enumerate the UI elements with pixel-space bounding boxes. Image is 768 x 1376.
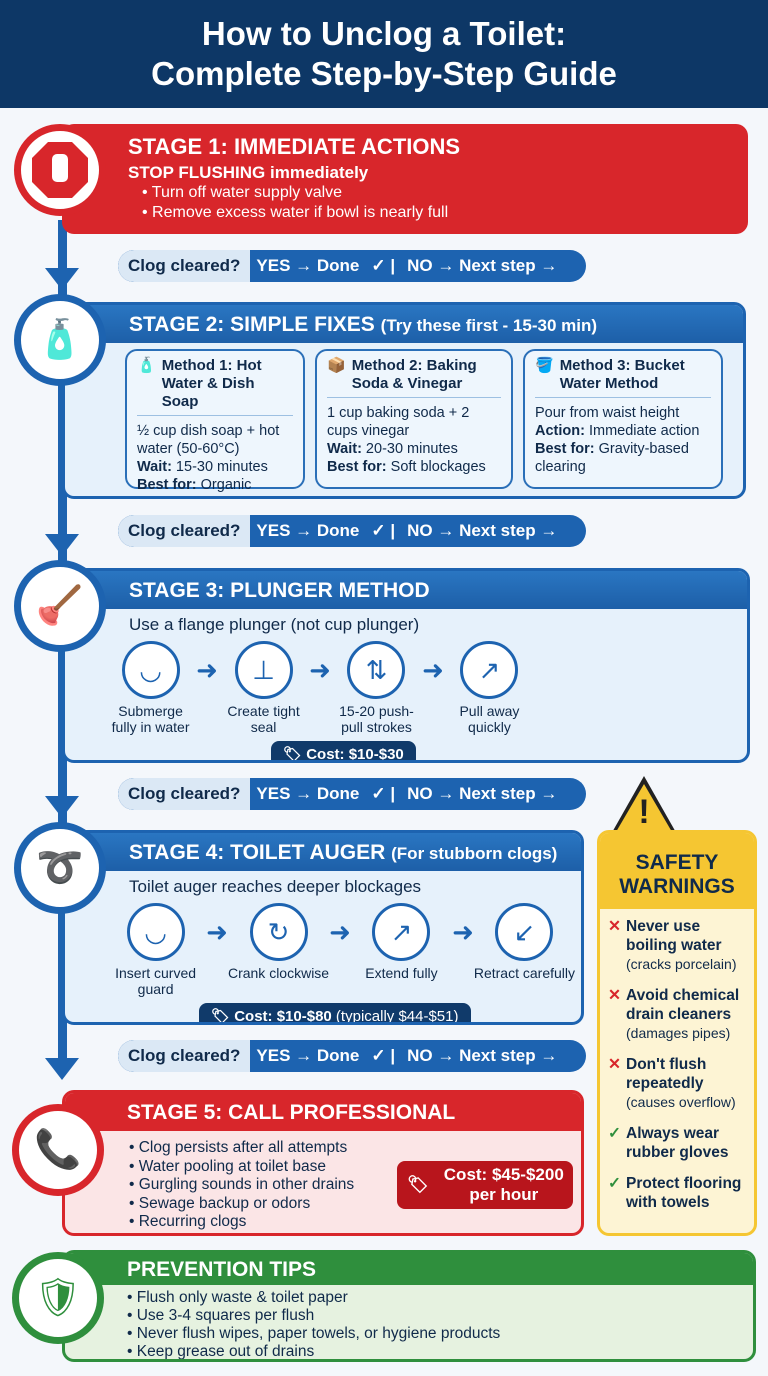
yes-done: YES → Done: [256, 256, 360, 275]
page-title: How to Unclog a Toilet: Complete Step-by…: [0, 0, 768, 108]
price-tag-icon: 🏷: [211, 1008, 231, 1025]
check-icon: ✓: [608, 1125, 621, 1142]
plunger-step: ↗Pull away quickly: [444, 641, 535, 735]
warning-item: ✕Avoid chemical drain cleaners(damages p…: [608, 987, 740, 1041]
check-circle-icon: ✓ |: [371, 1046, 396, 1065]
no-next: NO → Next step →: [407, 256, 558, 275]
cleaning-supplies-icon: 🧴: [14, 294, 106, 386]
plunger-step: ◡Submerge fully in water: [105, 641, 196, 735]
crank-icon: ↻: [249, 903, 308, 961]
x-icon: ✕: [608, 1056, 621, 1073]
curved-guard-icon: ◡: [126, 903, 185, 961]
plumber-phone-icon: 📞: [12, 1104, 104, 1196]
check-circle-icon: ✓ |: [371, 256, 396, 275]
bowl-water-icon: ◡: [121, 641, 180, 699]
arrow-down-icon: [45, 534, 79, 556]
x-icon: ✕: [608, 918, 621, 935]
auger-icon: ➰: [14, 822, 106, 914]
cost-badge: 🏷 Cost: $10-$30: [271, 741, 416, 763]
stage1-panel: STAGE 1: IMMEDIATE ACTIONS STOP FLUSHING…: [62, 124, 748, 234]
stop-hand-icon: [14, 124, 106, 216]
stage4-panel: STAGE 4: TOILET AUGER (For stubborn clog…: [62, 830, 584, 1025]
arrow-down-icon: [45, 268, 79, 290]
dish-soap-icon: 🧴: [137, 357, 156, 374]
clog-check-1: Clog cleared?YES → Done✓ |NO → Next step…: [118, 250, 586, 282]
warning-item: ✓Protect flooring with towels: [608, 1175, 742, 1211]
stage2-panel: STAGE 2: SIMPLE FIXES (Try these first -…: [62, 302, 746, 499]
cost-badge: 🏷Cost: $45-$200 per hour: [397, 1161, 573, 1209]
warning-item: ✕Never use boiling water(cracks porcelai…: [608, 918, 737, 972]
plunger-icon: 🪠: [14, 560, 106, 652]
arrow-down-icon: [45, 796, 79, 818]
clog-check-3: Clog cleared?YES → Done✓ |NO → Next step…: [118, 778, 586, 810]
clog-check-2: Clog cleared?YES → Done✓ |NO → Next step…: [118, 515, 586, 547]
check-icon: ✓: [608, 1175, 621, 1192]
price-tag-icon: 🏷: [283, 746, 303, 763]
push-pull-icon: ⇅: [347, 641, 406, 699]
clog-check-4: Clog cleared?YES → Done✓ |NO → Next step…: [118, 1040, 586, 1072]
plunger-step: ⊥Create tight seal: [218, 641, 309, 735]
safety-panel: SAFETY WARNINGS ✕Never use boiling water…: [597, 830, 757, 1236]
price-tag-icon: 🏷: [407, 1175, 429, 1194]
arrow-down-icon: [45, 1058, 79, 1080]
plunger-step: ⇅15-20 push-pull strokes: [331, 641, 422, 735]
auger-step: ↙Retract carefully: [474, 903, 575, 981]
prevention-panel: PREVENTION TIPS Flush only waste & toile…: [62, 1250, 756, 1362]
plunger-seal-icon: ⊥: [234, 641, 293, 699]
check-circle-icon: ✓ |: [371, 521, 396, 540]
cost-badge: 🏷 Cost: $10-$80 (typically $44-$51): [199, 1003, 471, 1025]
auger-step: ↻Crank clockwise: [228, 903, 329, 981]
pull-away-icon: ↗: [460, 641, 519, 699]
warning-item: ✓Always wear rubber gloves: [608, 1125, 729, 1161]
auger-step: ↗Extend fully: [351, 903, 452, 981]
extend-icon: ↗: [372, 903, 431, 961]
stage5-panel: STAGE 5: CALL PROFESSIONAL Clog persists…: [62, 1090, 584, 1236]
warning-item: ✕Don't flush repeatedly(causes overflow): [608, 1056, 736, 1110]
baking-soda-icon: 📦: [327, 357, 346, 374]
retract-icon: ↙: [495, 903, 554, 961]
shield-leaf-icon: 🛡: [12, 1252, 104, 1344]
check-circle-icon: ✓ |: [371, 784, 396, 803]
bucket-icon: 🪣: [535, 357, 554, 374]
x-icon: ✕: [608, 987, 621, 1004]
auger-step: ◡Insert curved guard: [105, 903, 206, 997]
stage3-panel: STAGE 3: PLUNGER METHOD Use a flange plu…: [62, 568, 750, 763]
